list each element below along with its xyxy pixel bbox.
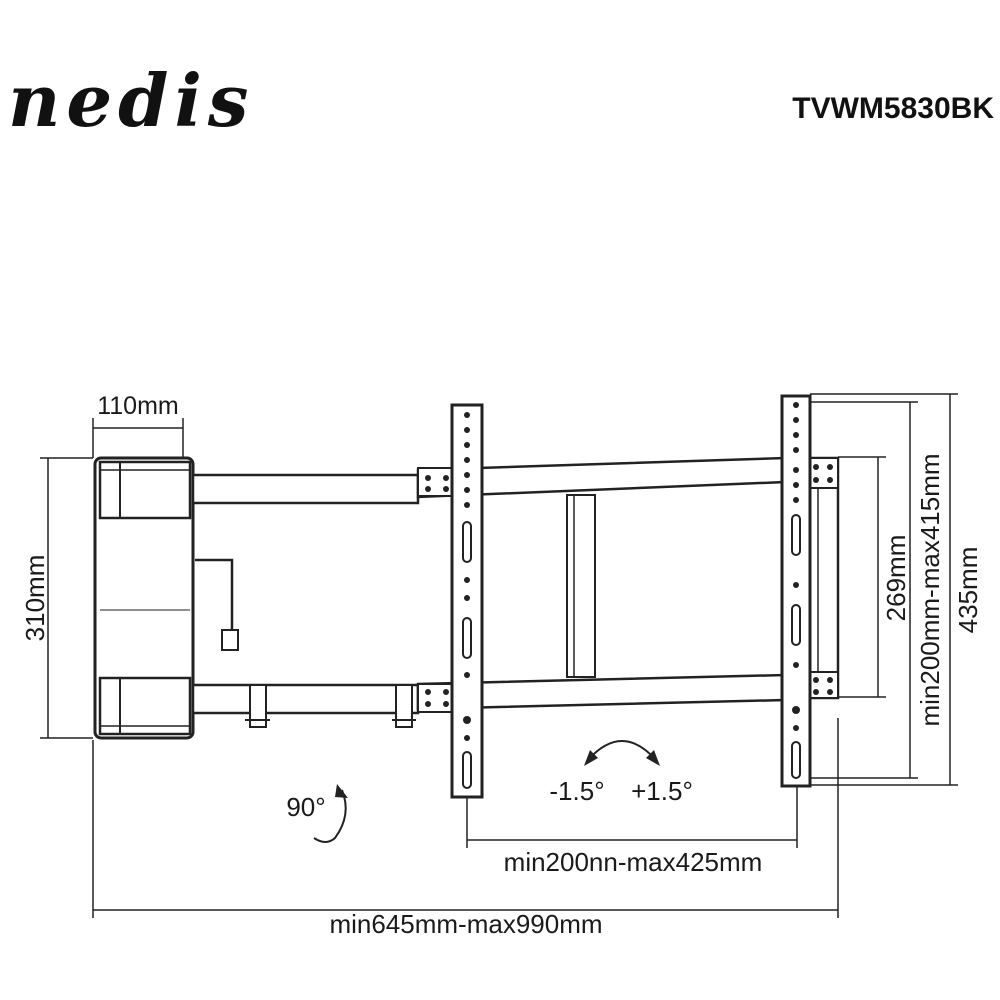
- dim-vesa-horizontal: [466, 786, 798, 848]
- wall-plate: [93, 456, 195, 740]
- center-frame: [566, 494, 596, 678]
- dim-vesa-vertical: [810, 401, 918, 779]
- extension-label: min645mm-max990mm: [329, 909, 602, 939]
- dim-overall-height: [810, 393, 958, 786]
- tilt-plus-label: +1.5°: [631, 776, 693, 806]
- tilt-minus-label: -1.5°: [549, 776, 604, 806]
- tilt-arrow-icon: [584, 740, 660, 766]
- swivel-angle-label: 90°: [286, 792, 325, 822]
- model-number: TVWM5830BK: [792, 92, 994, 125]
- vesa-inner-label: 269mm: [881, 535, 911, 622]
- wall-plate-width-label: 110mm: [97, 392, 179, 420]
- right-bracket: [806, 456, 840, 700]
- dim-wall-plate-height: [40, 457, 93, 739]
- vesa-horizontal-label: min200nn-max425mm: [504, 847, 763, 877]
- swivel-arrow-icon: [313, 784, 348, 843]
- nedis-logo: nedis: [8, 58, 254, 143]
- vesa-vertical-label: min200mm-max415mm: [915, 453, 945, 726]
- left-vesa-rail: [450, 403, 484, 799]
- dim-extension: [92, 718, 839, 918]
- lower-arm: [191, 673, 787, 728]
- motor-cable: [195, 558, 239, 651]
- wall-plate-height-label: 310mm: [20, 555, 50, 642]
- overall-height-label: 435mm: [953, 547, 983, 634]
- dim-vesa-inner: [838, 456, 886, 698]
- dim-wall-plate-width: [92, 418, 184, 458]
- right-vesa-rail: [780, 394, 812, 788]
- upper-arm: [191, 456, 787, 505]
